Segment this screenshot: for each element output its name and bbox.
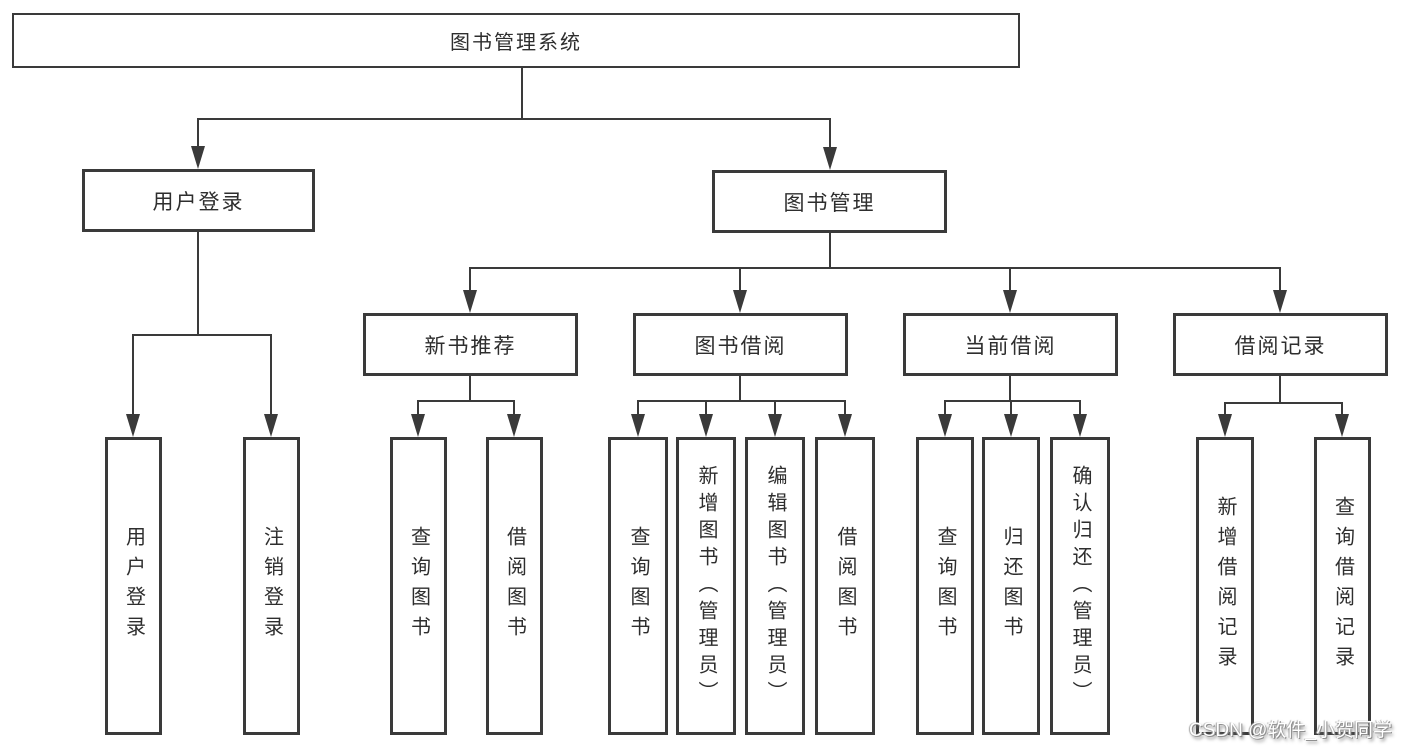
- connector-line: [270, 334, 272, 418]
- connector-line: [944, 400, 1081, 402]
- node-book-management-label: 图书管理: [783, 191, 876, 215]
- arrowhead-icon: [938, 414, 952, 437]
- connector-line: [469, 376, 471, 402]
- connector-line: [1224, 402, 1343, 404]
- arrowhead-icon: [1335, 414, 1349, 437]
- leaf-query-books-current: 查询图书: [916, 437, 974, 735]
- leaf-query-books-recommend-label: 查询图书: [407, 526, 430, 646]
- leaf-query-books-recommend: 查询图书: [390, 437, 447, 735]
- connector-line: [1224, 402, 1226, 418]
- arrowhead-icon: [768, 414, 782, 437]
- leaf-return-books-label: 归还图书: [1000, 526, 1022, 646]
- node-book-management: 图书管理: [712, 170, 947, 233]
- connector-line: [739, 376, 741, 402]
- node-new-book-recommend: 新书推荐: [363, 313, 578, 376]
- node-borrowing-records-label: 借阅记录: [1234, 334, 1327, 358]
- leaf-query-books-borrow: 查询图书: [608, 437, 668, 735]
- node-root-system: 图书管理系统: [12, 13, 1020, 68]
- connector-line: [637, 400, 639, 418]
- connector-line: [1009, 376, 1011, 402]
- node-root-label: 图书管理系统: [450, 32, 582, 54]
- arrowhead-icon: [1073, 414, 1087, 437]
- connector-line: [521, 67, 523, 120]
- connector-line: [829, 233, 831, 269]
- connector-line: [197, 118, 199, 150]
- connector-line: [197, 232, 199, 336]
- leaf-query-books-current-label: 查询图书: [934, 526, 956, 646]
- leaf-edit-books-admin-label: 编辑图书（管理员）: [764, 464, 786, 708]
- node-borrowing-records: 借阅记录: [1173, 313, 1388, 376]
- leaf-confirm-return-admin-label: 确认归还（管理员）: [1069, 464, 1091, 708]
- node-book-borrowing-label: 图书借阅: [694, 334, 787, 358]
- node-user-login: 用户登录: [82, 169, 315, 232]
- connector-line: [513, 400, 515, 418]
- leaf-confirm-return-admin: 确认归还（管理员）: [1050, 437, 1110, 735]
- leaf-borrow-books: 借阅图书: [815, 437, 875, 735]
- arrowhead-icon: [126, 414, 140, 437]
- leaf-logout: 注销登录: [243, 437, 300, 735]
- leaf-user-login-label: 用户登录: [122, 526, 145, 646]
- leaf-borrow-books-recommend: 借阅图书: [486, 437, 543, 735]
- connector-line: [469, 267, 1281, 269]
- node-new-book-recommend-label: 新书推荐: [424, 334, 517, 358]
- arrowhead-icon: [191, 146, 205, 169]
- leaf-query-borrow-record: 查询借阅记录: [1314, 437, 1371, 735]
- connector-line: [1009, 267, 1011, 293]
- node-current-borrowing: 当前借阅: [903, 313, 1118, 376]
- arrowhead-icon: [1218, 414, 1232, 437]
- connector-line: [1279, 376, 1281, 404]
- arrowhead-icon: [264, 414, 278, 437]
- connector-line: [1010, 400, 1012, 418]
- connector-line: [637, 400, 846, 402]
- arrowhead-icon: [823, 147, 837, 170]
- leaf-return-books: 归还图书: [982, 437, 1040, 735]
- leaf-add-borrow-record-label: 新增借阅记录: [1214, 496, 1236, 676]
- leaf-edit-books-admin: 编辑图书（管理员）: [745, 437, 805, 735]
- leaf-borrow-books-recommend-label: 借阅图书: [503, 526, 526, 646]
- connector-line: [1341, 402, 1343, 418]
- connector-line: [774, 400, 776, 418]
- arrowhead-icon: [1004, 414, 1018, 437]
- arrowhead-icon: [838, 414, 852, 437]
- arrowhead-icon: [1273, 290, 1287, 313]
- leaf-user-login: 用户登录: [105, 437, 162, 735]
- connector-line: [944, 400, 946, 418]
- node-book-borrowing: 图书借阅: [633, 313, 848, 376]
- connector-line: [705, 400, 707, 418]
- leaf-add-books-admin-label: 新增图书（管理员）: [695, 464, 717, 708]
- connector-line: [417, 400, 515, 402]
- arrowhead-icon: [733, 290, 747, 313]
- arrowhead-icon: [463, 290, 477, 313]
- watermark: CSDN @软件_小贺同学: [1189, 720, 1392, 741]
- arrowhead-icon: [1003, 290, 1017, 313]
- arrowhead-icon: [631, 414, 645, 437]
- leaf-add-borrow-record: 新增借阅记录: [1196, 437, 1254, 735]
- node-user-login-label: 用户登录: [152, 190, 245, 214]
- connector-line: [739, 267, 741, 293]
- connector-line: [132, 334, 134, 418]
- arrowhead-icon: [411, 414, 425, 437]
- arrowhead-icon: [507, 414, 521, 437]
- leaf-add-books-admin: 新增图书（管理员）: [676, 437, 736, 735]
- connector-line: [829, 118, 831, 150]
- connector-line: [469, 267, 471, 293]
- leaf-query-books-borrow-label: 查询图书: [627, 526, 649, 646]
- node-current-borrowing-label: 当前借阅: [964, 334, 1057, 358]
- leaf-query-borrow-record-label: 查询借阅记录: [1331, 496, 1354, 676]
- leaf-logout-label: 注销登录: [260, 526, 283, 646]
- connector-line: [132, 334, 272, 336]
- connector-line: [844, 400, 846, 418]
- connector-line: [417, 400, 419, 418]
- leaf-borrow-books-label: 借阅图书: [834, 526, 856, 646]
- arrowhead-icon: [699, 414, 713, 437]
- connector-line: [197, 118, 831, 120]
- connector-line: [1079, 400, 1081, 418]
- connector-line: [1279, 267, 1281, 293]
